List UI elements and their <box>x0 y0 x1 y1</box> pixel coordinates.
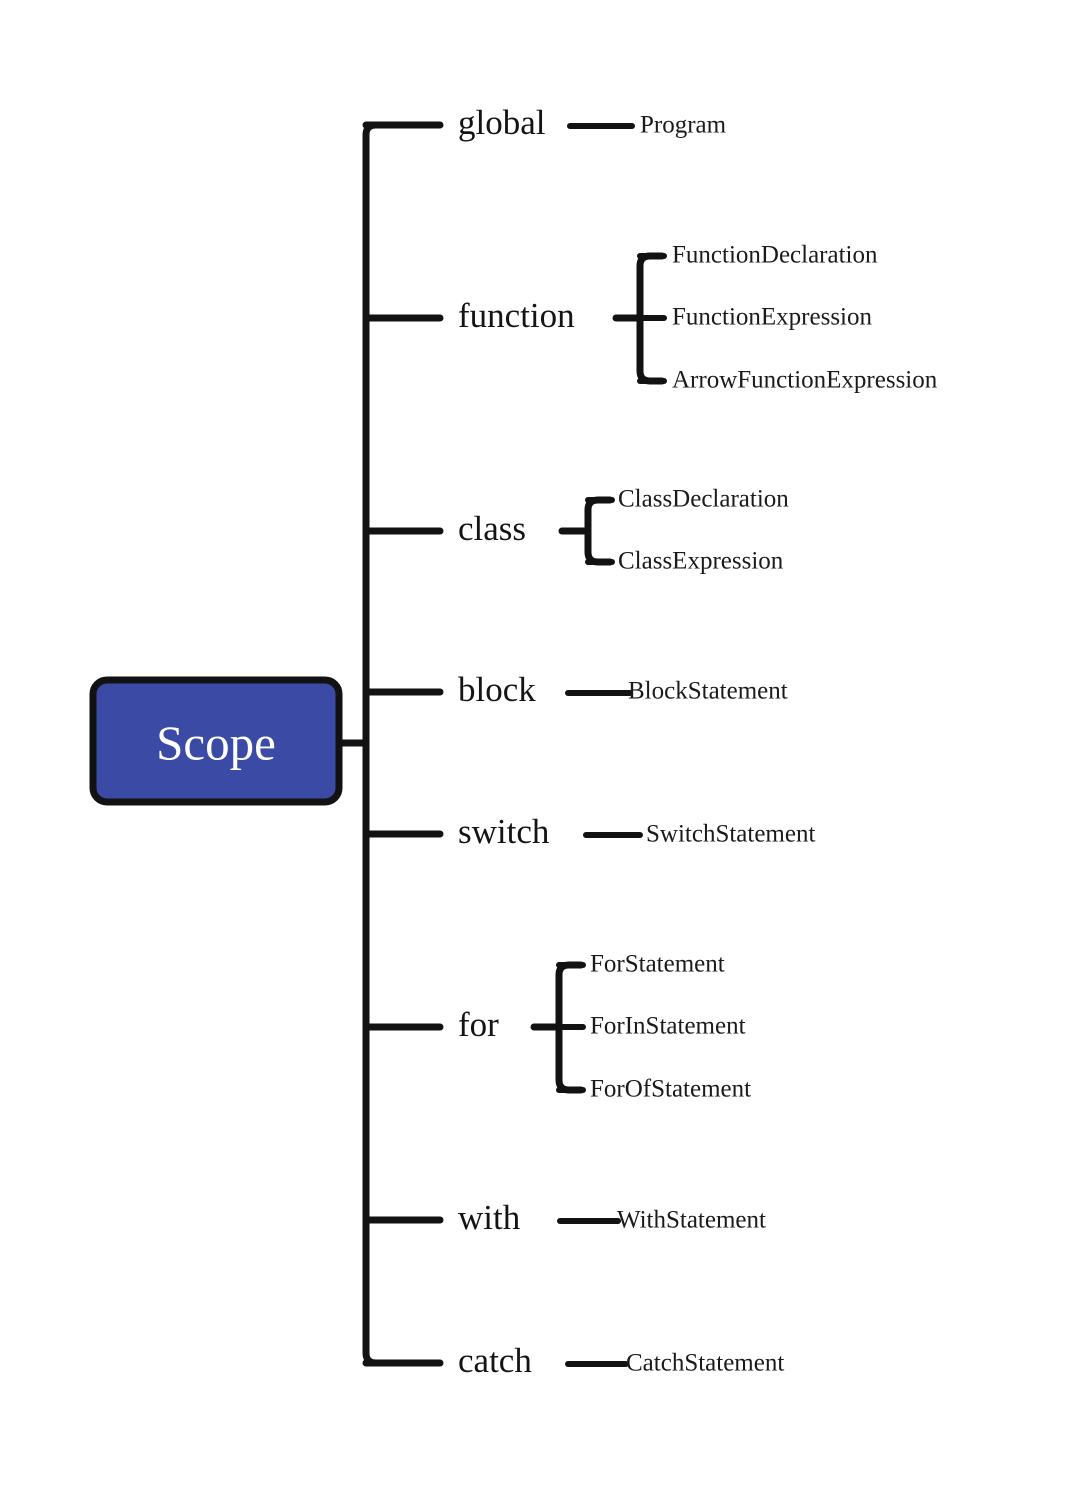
branch-class[interactable]: class ClassDeclaration ClassExpression <box>362 486 789 575</box>
leaf-program-label: Program <box>640 112 727 139</box>
branch-block[interactable]: block BlockStatement <box>362 670 788 709</box>
leaf-functionexpression-label: FunctionExpression <box>672 304 872 331</box>
root-node-label: Scope <box>156 715 276 770</box>
leaf-functiondeclaration-label: FunctionDeclaration <box>672 242 878 269</box>
branch-global[interactable]: global Program <box>362 103 727 142</box>
branch-for-label: for <box>458 1005 499 1044</box>
leaf-forstatement-label: ForStatement <box>590 951 725 978</box>
leaf-switchstatement-label: SwitchStatement <box>646 821 815 848</box>
leaf-forinstatement-label: ForInStatement <box>590 1013 746 1040</box>
branch-catch-label: catch <box>458 1341 532 1380</box>
branch-switch-label: switch <box>458 812 550 851</box>
leaf-classdeclaration-label: ClassDeclaration <box>618 486 789 513</box>
branch-class-label: class <box>458 509 526 548</box>
branch-switch[interactable]: switch SwitchStatement <box>362 812 815 851</box>
leaf-catchstatement-label: CatchStatement <box>626 1350 784 1377</box>
main-spine-edge <box>362 121 390 1367</box>
leaf-forofstatement-label: ForOfStatement <box>590 1076 751 1103</box>
branch-class-bracket-spine <box>584 496 614 566</box>
branch-block-label: block <box>458 670 536 709</box>
root-node[interactable]: Scope <box>89 676 343 806</box>
branch-function-label: function <box>458 296 575 335</box>
branch-with[interactable]: with WithStatement <box>362 1198 766 1237</box>
branch-for[interactable]: for ForStatement ForInStatement ForOfSta… <box>362 951 751 1103</box>
branch-function[interactable]: function FunctionDeclaration FunctionExp… <box>362 242 938 394</box>
branch-global-label: global <box>458 103 546 142</box>
branch-with-label: with <box>458 1198 521 1237</box>
leaf-blockstatement-label: BlockStatement <box>628 678 788 705</box>
leaf-arrowfunctionexpression-label: ArrowFunctionExpression <box>672 367 938 394</box>
branch-catch[interactable]: catch CatchStatement <box>362 1341 784 1380</box>
leaf-withstatement-label: WithStatement <box>617 1207 766 1234</box>
leaf-classexpression-label: ClassExpression <box>618 548 784 575</box>
